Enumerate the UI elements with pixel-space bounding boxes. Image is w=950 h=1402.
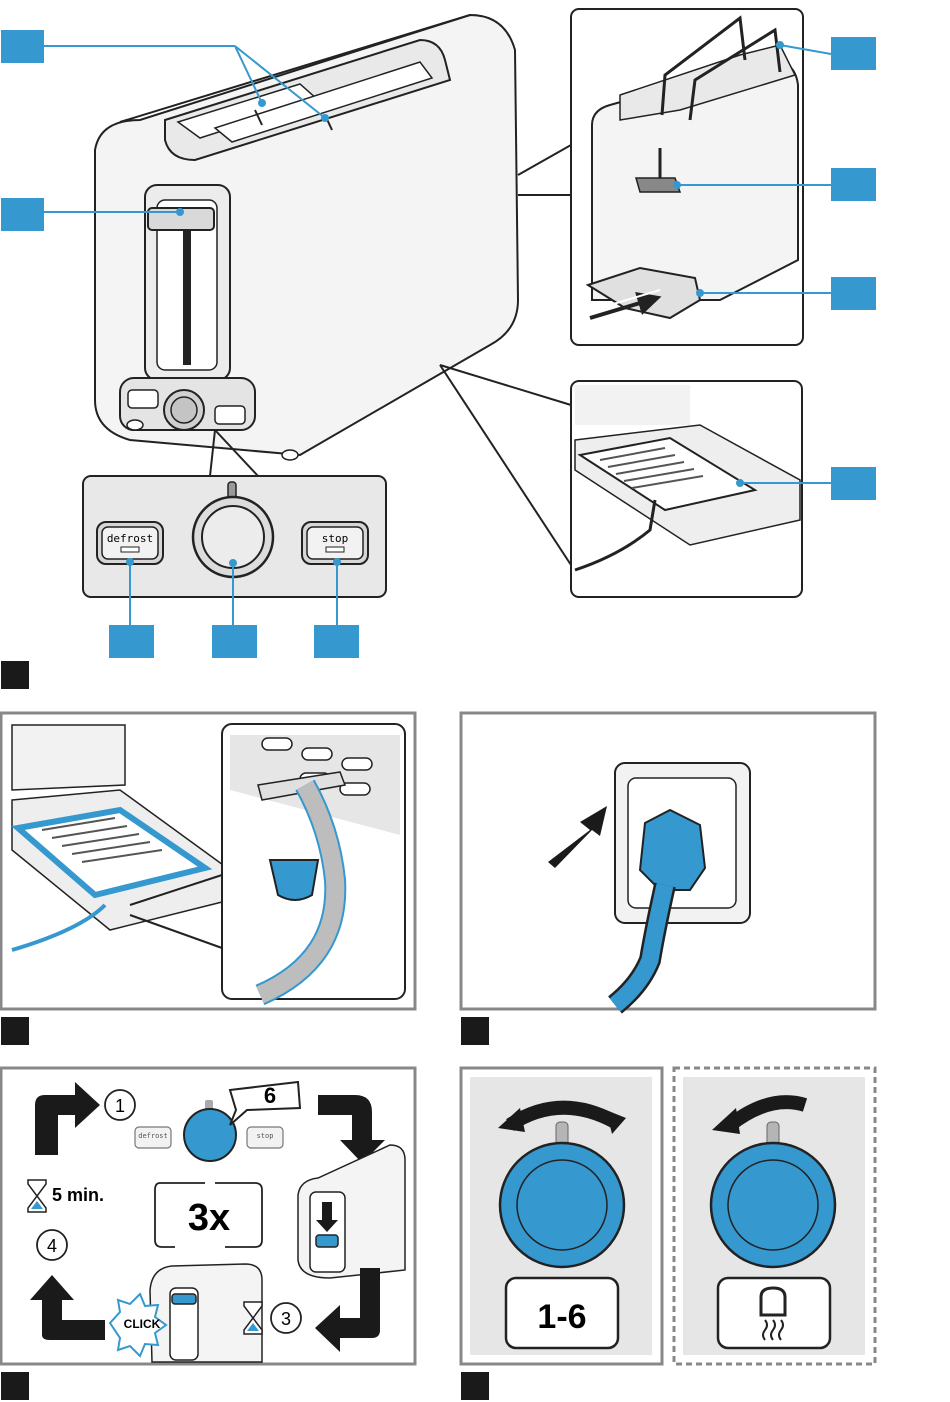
svg-text:stop: stop	[257, 1132, 274, 1140]
figure-marker-2	[1, 1017, 29, 1045]
defrost-label: defrost	[107, 532, 153, 545]
toaster-main	[95, 15, 518, 460]
overview-figure: defrost stop	[1, 9, 876, 689]
browning-range: 1-6	[537, 1298, 586, 1336]
bread-icon	[761, 1288, 785, 1315]
callout-rack-lever	[831, 168, 876, 201]
callout-defrost	[109, 625, 154, 658]
step-4: 4	[47, 1236, 57, 1256]
figure-marker-5	[461, 1372, 489, 1400]
plug-icon	[640, 810, 705, 890]
callout-dial	[212, 625, 257, 658]
stop-label: stop	[322, 532, 349, 545]
repeat-count: 3x	[188, 1197, 230, 1239]
defrost-button: defrost	[97, 522, 163, 564]
stop-button: stop	[302, 522, 368, 564]
figure-marker-4	[1, 1372, 29, 1400]
control-detail: defrost stop	[83, 476, 386, 625]
panel-cord-storage	[1, 713, 415, 1045]
wait-time: 5 min.	[52, 1185, 104, 1205]
svg-text:defrost: defrost	[138, 1132, 168, 1140]
panel-dial-settings: 1-6	[461, 1068, 875, 1400]
callout-cord	[831, 467, 876, 500]
cord-storage-detail	[571, 381, 831, 597]
callout-slots	[1, 30, 44, 63]
panel-plug-in	[461, 713, 875, 1045]
figure-marker-3	[461, 1017, 489, 1045]
step-1: 1	[115, 1096, 125, 1116]
figure-marker-1	[1, 661, 29, 689]
level-badge: 6	[264, 1083, 276, 1108]
callout-lever	[1, 198, 44, 231]
step-3: 3	[281, 1309, 291, 1329]
callout-crumb-tray	[831, 277, 876, 310]
panel-first-use: 1 defrost stop 6 2 3x 5 min. 4	[1, 1068, 415, 1400]
click-label: CLICK	[124, 1317, 161, 1331]
bun-warmer-detail	[571, 9, 831, 345]
callout-bun-rack	[831, 37, 876, 70]
callout-stop	[314, 625, 359, 658]
